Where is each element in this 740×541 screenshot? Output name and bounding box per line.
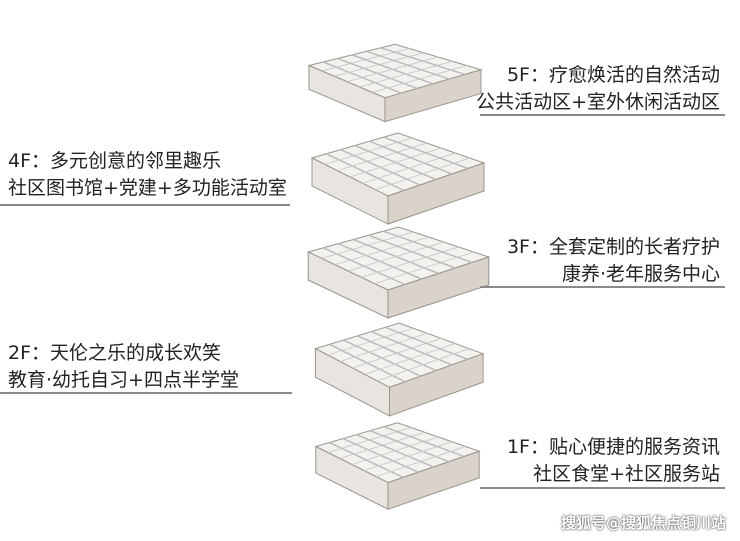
floor-4f-model [310, 132, 486, 225]
wall-right [387, 256, 490, 319]
partition-wall [372, 65, 467, 93]
floor-2f-title: 2F：天伦之乐的成长欢笑 [8, 342, 222, 364]
floor-5f-subtitle: 公共活动区+室外休闲活动区 [476, 91, 720, 113]
floor-5f-model [307, 43, 483, 123]
floor-4f-subtitle: 社区图书馆+党建+多功能活动室 [8, 177, 287, 199]
floor-3f-model [306, 226, 491, 319]
watermark: 搜狐号@搜狐焦点铜川站 [560, 514, 726, 532]
floor-1f-model [314, 422, 481, 511]
floor-3f-subtitle: 康养·老年服务中心 [561, 263, 720, 285]
floor-1f-title: 1F：贴心便捷的服务资讯 [506, 436, 720, 458]
floor-3f-label: 3F：全套定制的长者疗护 康养·老年服务中心 [507, 234, 720, 288]
floor-1f-subtitle: 社区食堂+社区服务站 [533, 463, 720, 485]
floor-5f-rule [480, 114, 725, 116]
floor-2f-model [314, 322, 485, 417]
floor-2f-label: 2F：天伦之乐的成长欢笑 教育·幼托自习+四点半学堂 [8, 340, 239, 394]
floor-5f-label: 5F：疗愈焕活的自然活动 公共活动区+室外休闲活动区 [476, 62, 720, 116]
floor-1f-label: 1F：贴心便捷的服务资讯 社区食堂+社区服务站 [507, 434, 720, 488]
floor-3f-rule [480, 286, 725, 288]
partition-wall [376, 348, 470, 382]
floor-2f-subtitle: 教育·幼托自习+四点半学堂 [8, 369, 239, 391]
floor-4f-title: 4F：多元创意的邻里趣乐 [8, 150, 222, 172]
floor-4f-label: 4F：多元创意的邻里趣乐 社区图书馆+党建+多功能活动室 [8, 148, 287, 202]
floor-3f-title: 3F：全套定制的长者疗护 [506, 236, 720, 258]
partition-wall [375, 446, 466, 478]
partition-wall [374, 251, 474, 285]
floor-5f-title: 5F：疗愈焕活的自然活动 [506, 64, 720, 86]
partition-wall [375, 157, 470, 191]
floor-2f-rule [0, 392, 292, 394]
wall-right [389, 352, 484, 417]
floor-4f-rule [0, 204, 290, 206]
floor-1f-rule [480, 487, 725, 489]
